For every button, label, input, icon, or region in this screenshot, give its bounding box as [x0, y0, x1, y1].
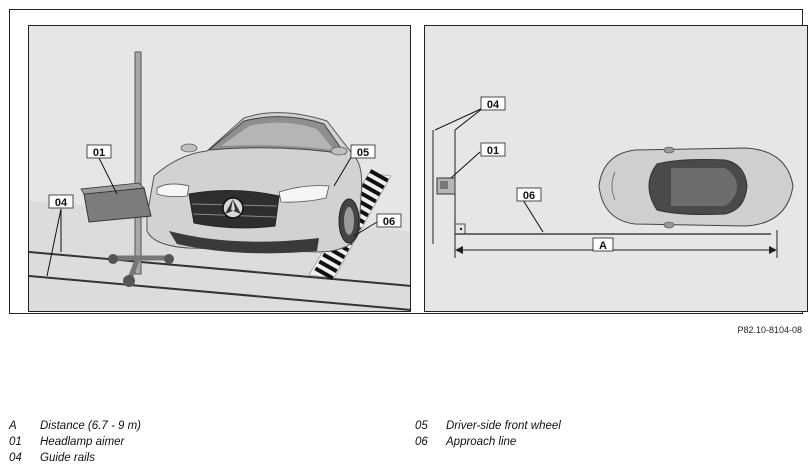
- callout-04-top-label: 04: [487, 99, 500, 111]
- headlamp-aimer-top: [436, 177, 456, 195]
- perspective-view-drawing: 01 04 05 06: [29, 26, 410, 311]
- top-view-drawing: 04 01 06 A: [425, 26, 807, 311]
- callout-05-label: 05: [357, 147, 369, 159]
- callout-leaders: [46, 153, 378, 277]
- legend-right-column: 05 Driver-side front wheel 06 Approach l…: [415, 418, 561, 450]
- callout-boxes-left: [48, 144, 402, 228]
- callout-01-label: 01: [93, 147, 105, 159]
- legend-item: 05 Driver-side front wheel: [415, 418, 561, 434]
- legend-item: 04 Guide rails: [9, 450, 141, 466]
- legend-text: Headlamp aimer: [40, 436, 125, 448]
- legend-left-column: A Distance (6.7 - 9 m) 01 Headlamp aimer…: [9, 418, 141, 466]
- legend-item: 01 Headlamp aimer: [9, 434, 141, 450]
- legend-code: 04: [9, 452, 22, 464]
- car-top-view: [598, 146, 794, 229]
- callout-leaders-top: [434, 107, 544, 233]
- car-front-view: [146, 112, 363, 254]
- legend-item: 06 Approach line: [415, 434, 561, 450]
- legend-code: 06: [415, 436, 428, 448]
- legend-code: A: [9, 420, 17, 432]
- callout-06-label: 06: [383, 216, 395, 228]
- figure-reference-code: P82.10-8104-08: [737, 325, 802, 335]
- legend-item: A Distance (6.7 - 9 m): [9, 418, 141, 434]
- callout-boxes-top: [480, 96, 614, 252]
- legend-text: Approach line: [446, 436, 517, 448]
- distance-dimension: [454, 230, 778, 258]
- figure-frame: 01 04 05 06: [9, 9, 808, 314]
- callout-04-label: 04: [55, 197, 68, 209]
- top-view-panel: 04 01 06 A: [424, 25, 808, 312]
- legend-code: 01: [9, 436, 22, 448]
- callout-01-top-label: 01: [487, 145, 499, 157]
- headlamp-aimer: [80, 51, 174, 287]
- callout-06-top-label: 06: [523, 190, 535, 202]
- legend-text: Driver-side front wheel: [446, 420, 561, 432]
- guide-rails: [29, 251, 410, 311]
- perspective-view-panel: 01 04 05 06: [28, 25, 411, 312]
- legend-text: Distance (6.7 - 9 m): [40, 420, 141, 432]
- legend-code: 05: [415, 420, 428, 432]
- callout-A-label: A: [599, 240, 607, 252]
- legend-text: Guide rails: [40, 452, 95, 464]
